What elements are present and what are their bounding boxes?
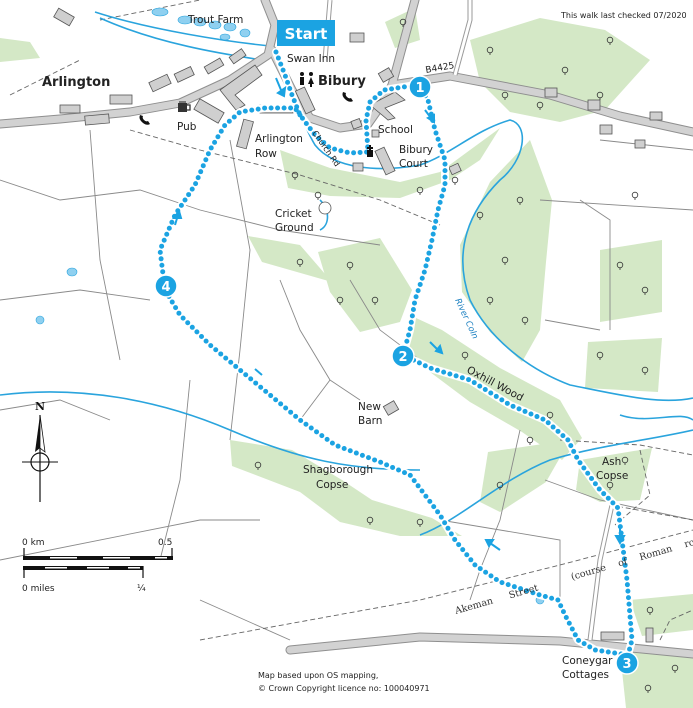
label-cricket-ground: Ground xyxy=(275,222,314,234)
walk-checked-note: This walk last checked 07/2020 xyxy=(560,11,687,20)
label-new-barn: New xyxy=(358,401,381,413)
credit-line: Map based upon OS mapping, xyxy=(258,671,378,680)
pub-icon xyxy=(178,101,191,112)
tree-icon xyxy=(561,66,569,74)
scale-bar: 0 km 0.5 0 miles ¼ xyxy=(22,538,173,594)
label-new-barn: Barn xyxy=(358,415,382,427)
telephone-icon xyxy=(139,115,150,125)
label-bibury: Bibury xyxy=(318,74,366,89)
label-arlington-row: Row xyxy=(255,148,277,160)
scale-km-end: 0.5 xyxy=(158,538,172,548)
label-arlington-row: Arlington xyxy=(255,133,303,145)
toilets-icon xyxy=(300,72,314,87)
north-label: N xyxy=(35,400,45,413)
tree-icon xyxy=(451,176,459,184)
label-trout-farm: Trout Farm xyxy=(187,14,243,26)
telephone-icon xyxy=(342,92,353,102)
label-swan-inn: Swan Inn xyxy=(287,53,335,65)
start-label: Start xyxy=(285,25,328,43)
label-bibury-court: Bibury xyxy=(399,144,433,156)
label-shagborough-copse: Shagborough xyxy=(303,464,373,476)
scale-miles-end: ¼ xyxy=(137,584,146,594)
label-b4425: B4425 xyxy=(425,61,455,76)
label-ash-copse: Copse xyxy=(596,470,628,482)
scale-miles-start: 0 miles xyxy=(22,584,55,594)
label-shagborough-copse: Copse xyxy=(316,479,348,491)
label-cricket-ground: Cricket xyxy=(275,208,312,220)
label-bibury-court: Court xyxy=(399,158,428,170)
waypoint-2[interactable]: 2 xyxy=(391,344,415,368)
label-ash-copse: Ash xyxy=(602,456,621,468)
church-icon xyxy=(367,145,373,157)
buildings xyxy=(53,7,663,643)
waypoint-3[interactable]: 3 xyxy=(615,651,639,675)
tree-icon xyxy=(501,91,509,99)
label-roman-road: (course of Roman road) xyxy=(570,533,693,583)
waypoint-number: 2 xyxy=(398,350,407,365)
label-coneygar-cottages: Coneygar xyxy=(562,655,613,667)
credit-line: © Crown Copyright licence no: 100040971 xyxy=(258,684,430,693)
waypoint-number: 1 xyxy=(415,81,424,96)
direction-arrows xyxy=(172,77,626,551)
walk-route xyxy=(156,48,636,659)
scale-km-start: 0 km xyxy=(22,538,45,548)
label-pub: Pub xyxy=(177,121,197,133)
label-coneygar-cottages: Cottages xyxy=(562,669,609,681)
north-arrow-icon: N xyxy=(22,400,58,502)
tree-icon xyxy=(596,91,604,99)
tree-icons xyxy=(254,18,679,693)
field-boundaries xyxy=(0,129,693,641)
tree-icon xyxy=(536,101,544,109)
start-badge[interactable]: Start xyxy=(277,20,335,46)
tree-icon xyxy=(526,436,534,444)
label-school: School xyxy=(378,124,413,136)
label-akeman-street: Akeman Street xyxy=(453,583,540,618)
waypoint-1[interactable]: 1 xyxy=(408,75,432,99)
waypoint-number: 4 xyxy=(161,280,170,295)
waypoint-4[interactable]: 4 xyxy=(154,274,178,298)
waypoint-number: 3 xyxy=(622,657,631,672)
tree-icon xyxy=(631,191,639,199)
label-arlington: Arlington xyxy=(42,75,110,90)
